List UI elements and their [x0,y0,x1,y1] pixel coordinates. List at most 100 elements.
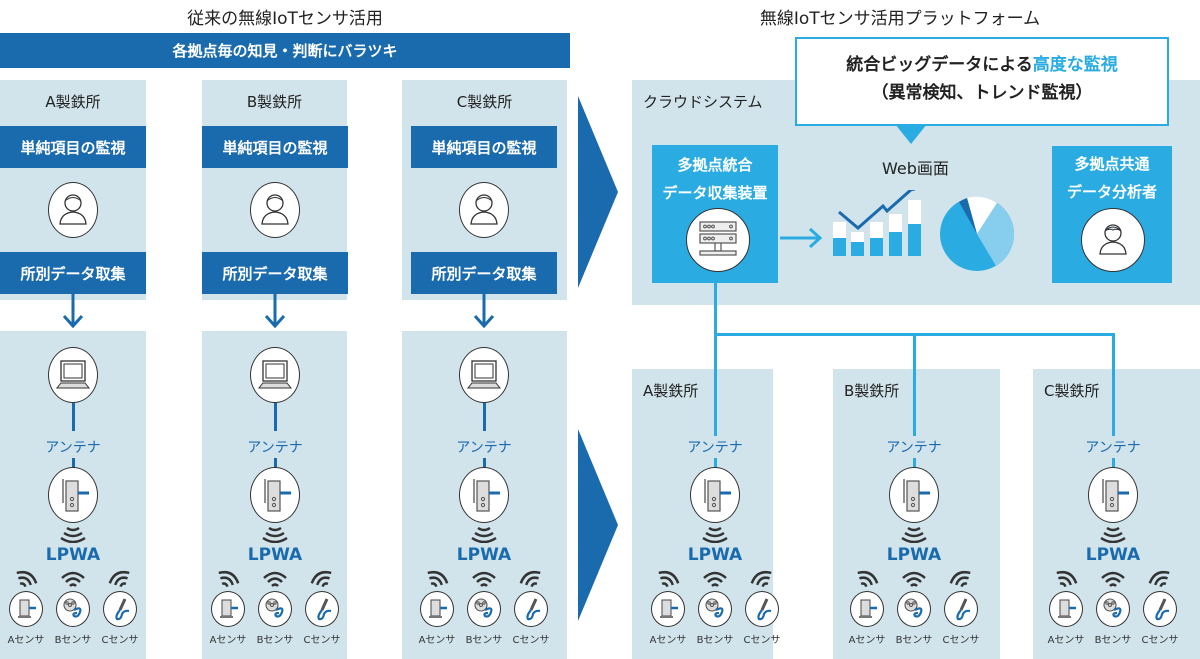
wifi-signal-icon [1056,570,1078,588]
network-branch-b [913,333,916,436]
monitor-box: 単純項目の監視 [202,126,348,168]
network-branch-c [1112,333,1115,436]
operator-avatar [459,182,509,238]
signal-waves-icon [702,526,728,544]
site-name: A製鉄所 [45,93,101,111]
sensor-a-icon [859,599,877,618]
sensor-circle [651,591,685,627]
lpwa-label: LPWA [247,545,303,565]
connector-line [72,458,75,468]
computer-circle [250,347,300,403]
sensor-signal [654,569,682,593]
sensor-signal [214,569,242,593]
collect-box: 所別データ取集 [202,252,348,294]
antenna-label: アンテナ [687,440,743,456]
sensor-circle [514,591,548,627]
sensor-signal [853,569,881,593]
site-name: A製鉄所 [643,382,699,400]
antenna-circle [889,467,939,523]
wifi-signal-icon [750,570,772,588]
antenna-circle [459,467,509,523]
sensor-circle [467,591,501,627]
sensor-b-icon [474,598,493,618]
sensor-circle [1096,591,1130,627]
sensor-circle [305,591,339,627]
sensor-b-icon [1103,598,1122,618]
sensor-c-icon [526,598,541,621]
collect-box: 所別データ取集 [411,252,557,294]
wifi-signal-icon [108,570,130,588]
monitor-box: 単純項目の監視 [0,126,146,168]
sensor-label: Cセンサ [101,635,139,646]
connector-line [483,403,486,431]
connector-line [483,458,486,468]
antenna-circle [250,467,300,523]
wifi-signal-icon [263,571,287,587]
sensor-a-icon [1058,599,1076,618]
sensor-signal [947,569,975,593]
sensor-signal [59,569,87,593]
antenna-device-icon [704,479,731,512]
antenna-label: アンテナ [247,440,303,456]
left-banner: 各拠点毎の知見・判断にバラツキ [0,33,570,68]
web-screen-label: Web画面 [882,159,949,178]
sensor-circle [1143,591,1177,627]
analyst-line1: 多拠点共通 [1074,155,1150,173]
downlink-waves [899,525,929,547]
antenna-label: アンテナ [45,440,101,456]
computer-circle [459,347,509,403]
sensor-signal [1099,569,1127,593]
sensor-label: Aセンサ [418,635,456,646]
antenna-label: アンテナ [886,440,942,456]
arrow-shape [578,96,618,288]
site-name: C製鉄所 [1044,382,1100,400]
collector-to-web-arrow [780,227,823,249]
computer-icon [466,360,502,389]
wifi-signal-icon [1148,570,1170,588]
sensor-label: Bセンサ [465,635,503,646]
wifi-signal-icon [949,570,971,588]
sensor-b-icon [63,598,82,618]
operator-avatar [48,182,98,238]
server-icon [699,221,737,256]
sensor-circle [698,591,732,627]
connector-line [1112,458,1115,468]
sensor-label: Cセンサ [942,635,980,646]
site-name: C製鉄所 [456,93,513,111]
connector-line [72,403,75,431]
monitor-box: 単純項目の監視 [411,126,557,168]
wifi-signal-icon [472,571,496,587]
antenna-device-icon [62,479,89,512]
wifi-signal-icon [310,570,332,588]
connector-line [274,403,277,431]
sensor-label: Cセンサ [743,635,781,646]
sensor-label: Bセンサ [1094,635,1132,646]
wifi-signal-icon [902,571,926,587]
sensor-label: Aセンサ [1047,635,1085,646]
sensor-label: Aセンサ [649,635,687,646]
antenna-device-icon [903,479,930,512]
sensor-signal [748,569,776,593]
lpwa-label: LPWA [456,545,512,565]
sensor-label: Cセンサ [512,635,550,646]
sensor-circle [103,591,137,627]
trend-line-icon [838,190,914,230]
site-name: B製鉄所 [246,93,303,111]
sensor-label: Aセンサ [209,635,247,646]
computer-circle [48,347,98,403]
person-icon [470,194,498,225]
right-title: 無線IoTセンサ活用プラットフォーム [759,9,1041,29]
lpwa-label: LPWA [45,545,101,565]
connector-line [274,458,277,468]
downlink-waves [1098,525,1128,547]
sensor-signal [106,569,134,593]
signal-waves-icon [901,526,927,544]
site-name: B製鉄所 [844,382,900,400]
transition-arrow-bottom [578,429,618,621]
signal-waves-icon [262,526,288,544]
wifi-signal-icon [16,570,38,588]
analyst-line2: データ分析者 [1066,183,1157,201]
sensor-signal [517,569,545,593]
cloud-system-label: クラウドシステム [643,93,763,111]
person-icon [59,194,87,225]
